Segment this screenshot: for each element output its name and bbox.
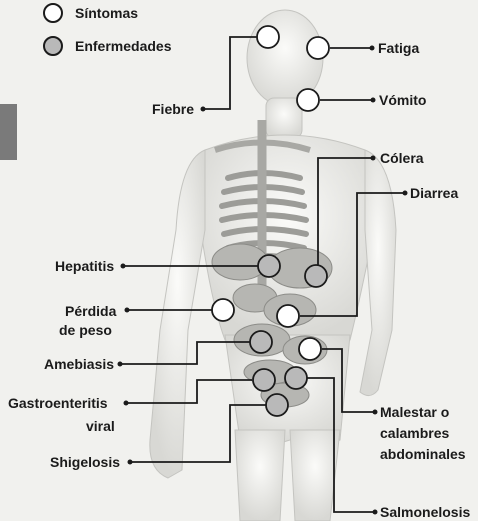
marker-fatigue: [307, 37, 329, 59]
label-abdominal-1: Malestar o: [380, 404, 449, 420]
label-gastro-1: Gastroenteritis: [8, 395, 108, 411]
marker-gastro: [253, 369, 275, 391]
label-shigellosis: Shigelosis: [50, 454, 120, 470]
legend-symptom-swatch: [44, 4, 62, 22]
label-hepatitis: Hepatitis: [55, 258, 114, 274]
marker-diarrhea: [277, 305, 299, 327]
label-fever: Fiebre: [152, 101, 194, 117]
label-cholera: Cólera: [380, 150, 424, 166]
marker-vomiting: [297, 89, 319, 111]
label-amebiasis: Amebiasis: [44, 356, 114, 372]
label-weight-loss-1: Pérdida: [65, 303, 117, 319]
marker-amebiasis: [250, 331, 272, 353]
marker-fever: [257, 26, 279, 48]
legend: Síntomas Enfermedades: [44, 4, 172, 55]
marker-cholera: [305, 265, 327, 287]
marker-weight-loss: [212, 299, 234, 321]
edge-marker: [0, 104, 17, 160]
label-fatigue: Fatiga: [378, 40, 419, 56]
marker-abdominal: [299, 338, 321, 360]
legend-symptoms: Síntomas: [75, 5, 138, 21]
legend-disease-swatch: [44, 37, 62, 55]
marker-salmonellosis: [285, 367, 307, 389]
marker-hepatitis: [258, 255, 280, 277]
label-diarrhea: Diarrea: [410, 185, 458, 201]
label-gastro-2: viral: [86, 418, 115, 434]
label-abdominal-3: abdominales: [380, 446, 466, 462]
marker-shigellosis: [266, 394, 288, 416]
legend-diseases: Enfermedades: [75, 38, 172, 54]
label-vomiting: Vómito: [379, 92, 426, 108]
label-salmonellosis: Salmonelosis: [380, 504, 470, 520]
label-abdominal-2: calambres: [380, 425, 449, 441]
label-weight-loss-2: de peso: [59, 322, 112, 338]
